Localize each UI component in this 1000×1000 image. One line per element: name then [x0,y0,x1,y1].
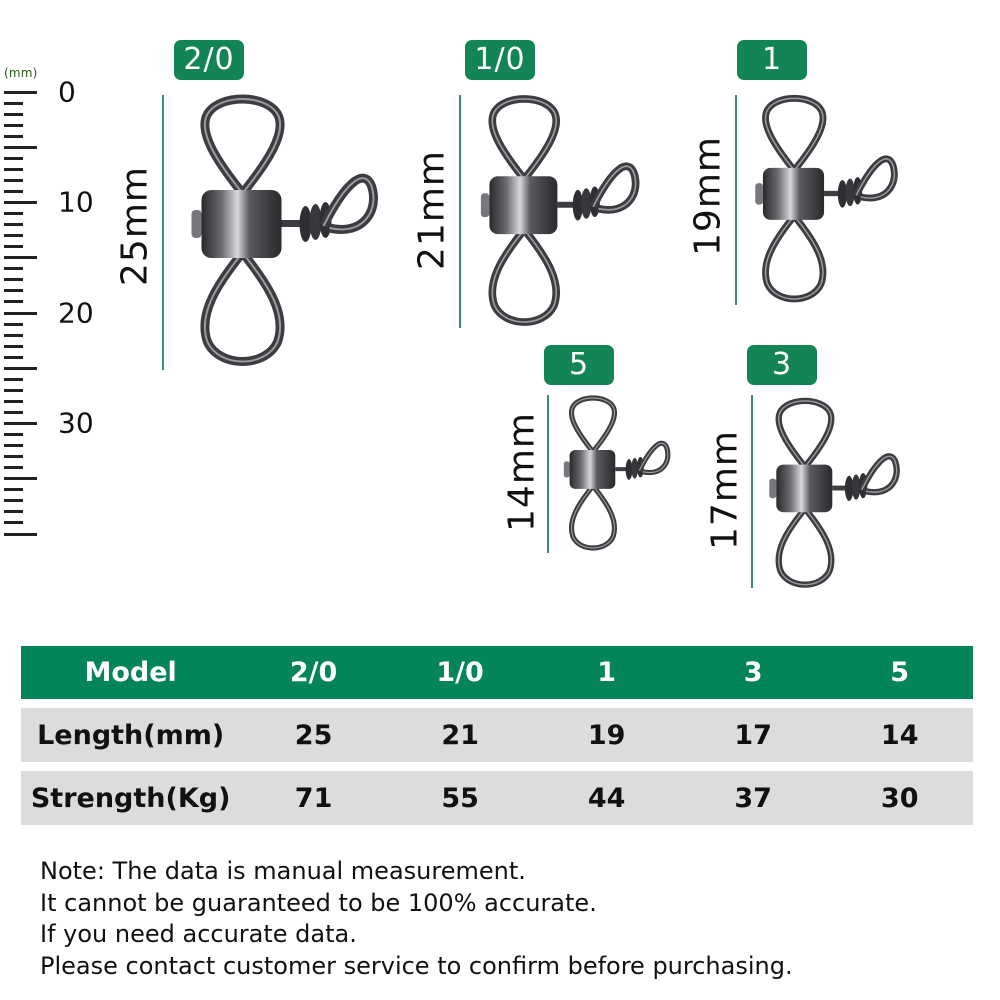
size-badge-3: 3 [747,345,817,385]
table-cell: 14 [880,719,919,751]
row-label: Strength(Kg) [30,782,231,814]
ruler-tick [4,178,23,182]
table-cell: 30 [880,782,919,814]
ruler-tick [4,267,23,271]
table-cell: 44 [587,782,626,814]
ruler-tick [4,366,37,370]
ruler-tick [4,333,23,337]
ruler-label-0: 0 [58,75,76,109]
spec-table: Model 2/0 1/0 1 3 5 Length(mm) 25 21 19 … [21,646,973,825]
ruler-tick [4,377,23,381]
length-label-3: 17mm [704,430,746,550]
note-line: Please contact customer service to confi… [40,951,793,980]
ruler-tick [4,134,23,138]
size-badge-1: 1 [737,40,807,80]
dimension-line-2-0 [162,95,164,370]
header-cell: 5 [890,657,910,688]
dimension-line-1 [735,95,737,305]
note-line: If you need accurate data. [40,920,357,948]
size-badge-2-0: 2/0 [174,40,244,80]
ruler-tick [4,521,23,525]
swivel-image-1-0 [466,93,642,331]
ruler-label-20: 20 [58,296,94,330]
note-line: Note: The data is manual measurement. [40,857,526,885]
ruler-tick [4,212,23,216]
length-label-5: 14mm [501,412,543,532]
table-cell: 71 [294,782,333,814]
dimension-line-1-0 [459,95,461,328]
ruler-tick [4,289,23,293]
row-label: Length(mm) [37,719,225,751]
ruler-tick [4,355,23,359]
ruler-tick [4,422,37,425]
ruler-tick [4,433,23,437]
ruler-unit-label: (mm) [4,66,38,80]
ruler-tick [4,444,23,448]
ruler-tick [4,223,23,227]
ruler-tick [4,488,23,492]
ruler-label-10: 10 [58,185,94,219]
length-label-1-0: 21mm [411,150,453,270]
length-label-1: 19mm [687,136,729,256]
swivel-image-2-0 [175,92,380,372]
table-row-strength: Strength(Kg) 71 55 44 37 30 [21,771,973,825]
header-cell: Model [84,657,177,688]
ruler-tick [4,245,23,249]
ruler-tick [4,256,37,260]
ruler-tick [4,167,23,171]
header-cell: 1/0 [436,657,484,688]
swivel-image-5 [554,394,672,554]
ruler-tick [4,156,23,160]
dimension-line-5 [547,395,549,553]
table-header-row: Model 2/0 1/0 1 3 5 [21,646,973,699]
ruler-tick [4,455,23,459]
ruler-tick [4,145,37,149]
ruler-tick [4,234,23,238]
table-cell: 55 [441,782,479,814]
ruler-tick [4,278,23,282]
ruler-tick [4,300,23,304]
dimension-line-3 [751,395,753,588]
ruler-label-30: 30 [58,406,94,440]
table-cell: 17 [734,719,772,751]
size-badge-1-0: 1/0 [465,40,535,80]
ruler-tick [4,344,23,348]
table-cell: 21 [441,719,479,751]
ruler-tick [4,532,37,536]
ruler-tick [4,388,23,392]
size-badge-5: 5 [544,345,614,385]
swivel-image-1 [741,93,901,307]
ruler-tick [4,510,23,514]
header-cell: 3 [743,657,763,688]
ruler-tick [4,499,23,503]
table-cell: 25 [294,719,333,751]
swivel-image-3 [757,396,902,592]
disclaimer-note: Note: The data is manual measurement. It… [40,856,793,982]
table-cell: 19 [587,719,626,751]
ruler-tick [4,311,37,315]
ruler-tick [4,123,23,127]
header-cell: 1 [597,657,617,688]
length-label-2-0: 25mm [114,166,156,286]
ruler-scale: (mm) 0 10 20 30 [0,60,120,550]
note-line: It cannot be guaranteed to be 100% accur… [40,888,597,917]
ruler-tick [4,399,23,403]
ruler-tick [4,90,37,94]
ruler-tick [4,101,23,105]
ruler-tick [4,112,23,116]
ruler-tick [4,410,23,414]
table-row-length: Length(mm) 25 21 19 17 14 [21,708,973,762]
ruler-tick [4,201,37,204]
ruler-tick [4,466,23,470]
ruler-tick [4,477,37,481]
ruler-tick [4,322,23,326]
ruler-tick [4,189,23,193]
table-cell: 37 [734,782,772,814]
header-cell: 2/0 [289,657,338,688]
